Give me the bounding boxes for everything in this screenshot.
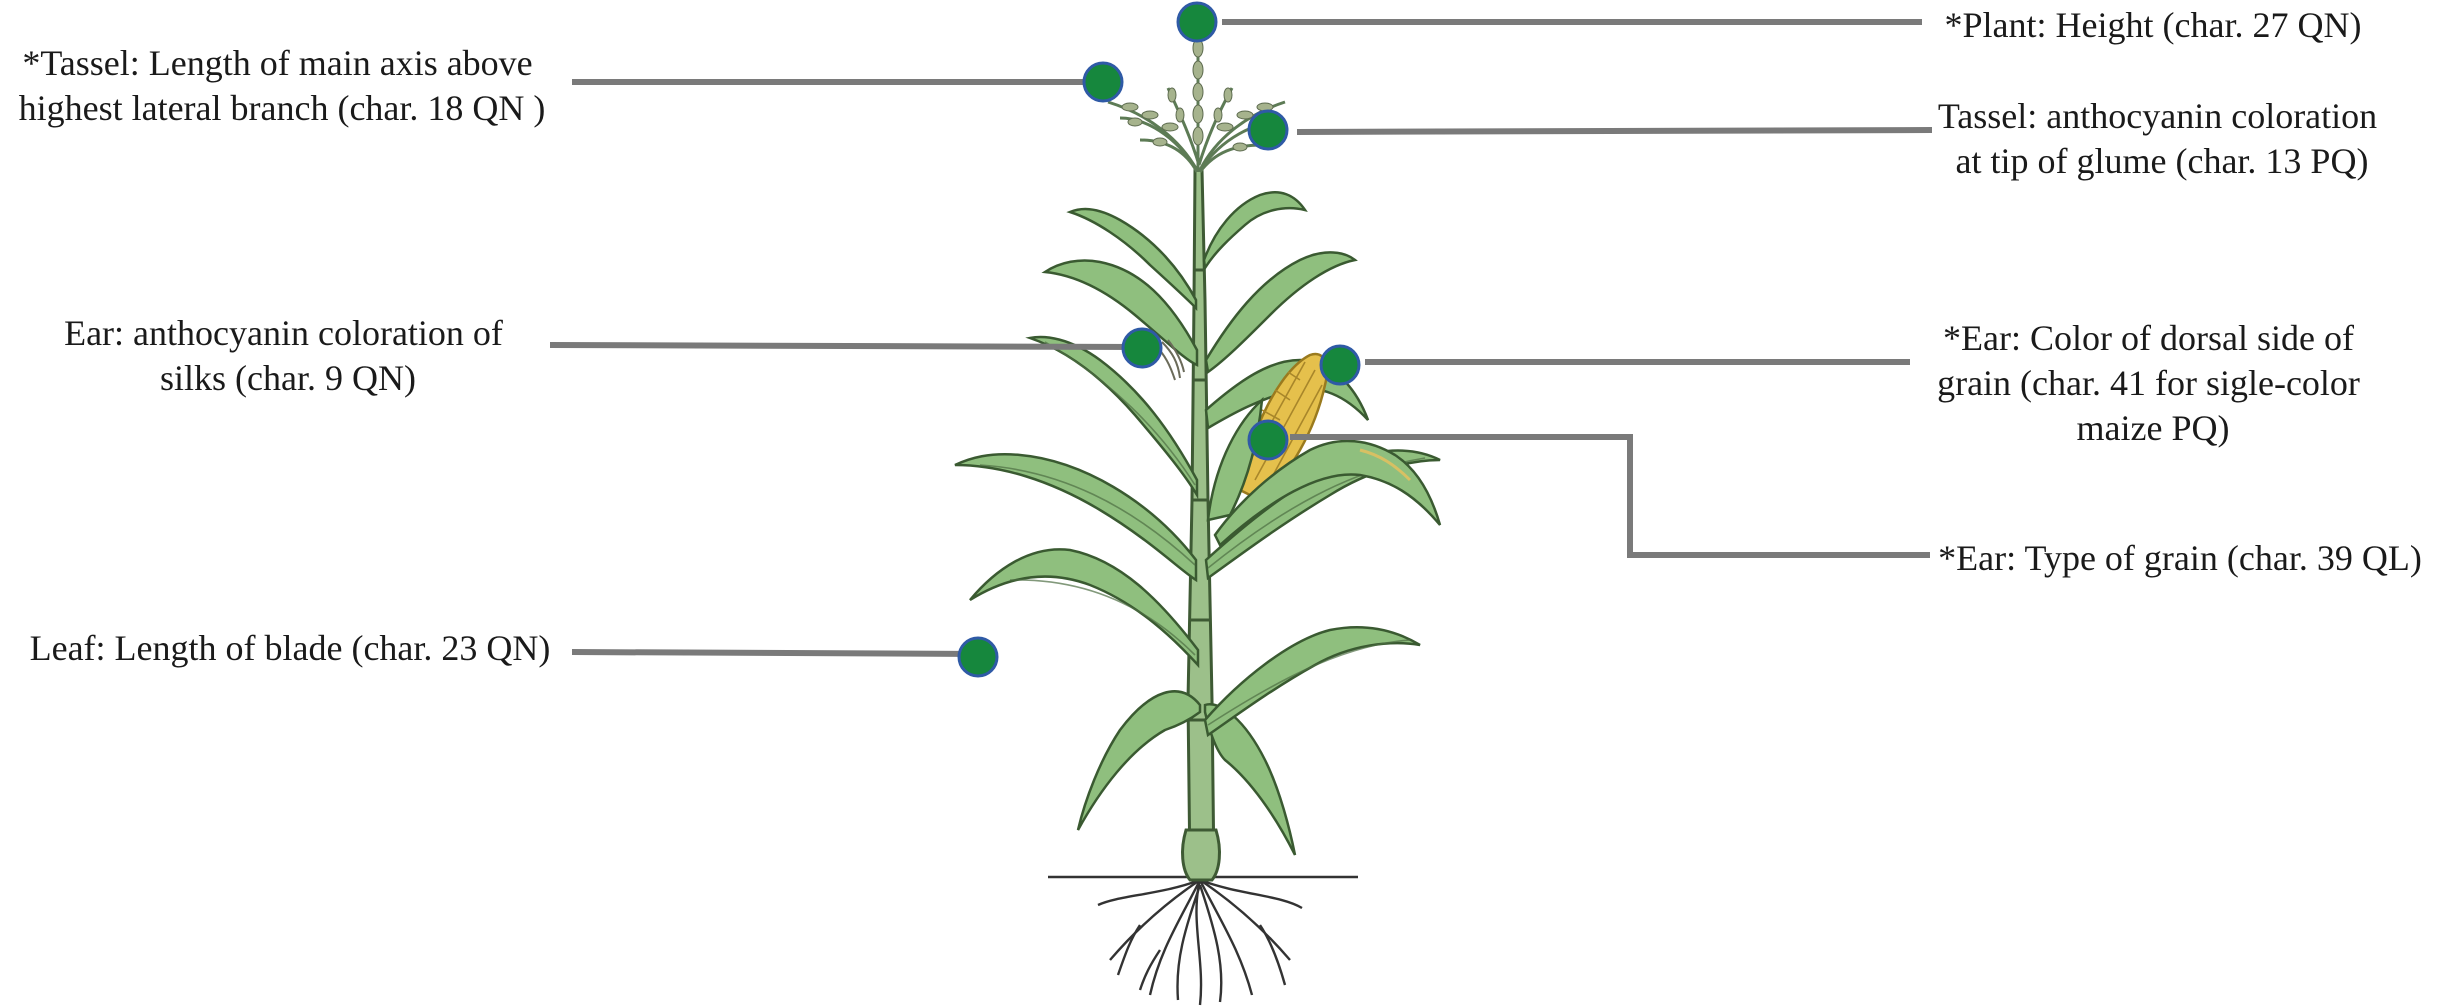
label-ear-grain-color: *Ear: Color of dorsal side of grain (cha…: [1937, 318, 2369, 448]
leader-tassel-glume: [1297, 130, 1932, 132]
label-leaf-blade-line1: Leaf: Length of blade (char. 23 QN): [30, 628, 551, 668]
label-leaf-blade: Leaf: Length of blade (char. 23 QN): [30, 628, 551, 668]
label-ear-grain-color-line2: grain (char. 41 for sigle-color: [1937, 363, 2360, 403]
leader-ear-silks: [550, 345, 1142, 347]
marker-ear-grain-color: [1321, 346, 1359, 384]
marker-ear-grain-type: [1249, 421, 1287, 459]
label-tassel-length-line1: *Tassel: Length of main axis above: [22, 43, 532, 83]
label-ear-silks-line1: Ear: anthocyanin coloration of: [64, 313, 503, 353]
label-tassel-glume: Tassel: anthocyanin coloration at tip of…: [1938, 96, 2386, 181]
label-ear-silks-line2: silks (char. 9 QN): [160, 358, 416, 398]
label-tassel-glume-line2: at tip of glume (char. 13 PQ): [1956, 141, 2369, 181]
marker-plant-height: [1178, 3, 1216, 41]
stalk-base: [1183, 830, 1220, 880]
marker-tassel-glume: [1249, 111, 1287, 149]
label-plant-height: *Plant: Height (char. 27 QN): [1945, 5, 2362, 45]
label-tassel-length-line2: highest lateral branch (char. 18 QN ): [19, 88, 546, 128]
label-tassel-length: *Tassel: Length of main axis above highe…: [19, 43, 546, 128]
label-ear-grain-type: *Ear: Type of grain (char. 39 QL): [1938, 538, 2422, 578]
stalk: [1188, 170, 1214, 875]
label-ear-grain-color-line3: maize PQ): [2077, 408, 2230, 448]
label-plant-height-line1: *Plant: Height (char. 27 QN): [1945, 5, 2362, 45]
roots-icon: [1098, 880, 1302, 1005]
marker-leaf-blade: [959, 638, 997, 676]
marker-ear-silks: [1123, 329, 1161, 367]
leader-leaf-blade: [572, 652, 980, 654]
label-tassel-glume-line1: Tassel: anthocyanin coloration: [1938, 96, 2377, 136]
label-ear-silks: Ear: anthocyanin coloration of silks (ch…: [64, 313, 512, 398]
marker-tassel-length: [1084, 63, 1122, 101]
label-ear-grain-type-line1: *Ear: Type of grain (char. 39 QL): [1938, 538, 2422, 578]
tassel-icon: [1108, 28, 1285, 172]
label-ear-grain-color-line1: *Ear: Color of dorsal side of: [1943, 318, 2354, 358]
